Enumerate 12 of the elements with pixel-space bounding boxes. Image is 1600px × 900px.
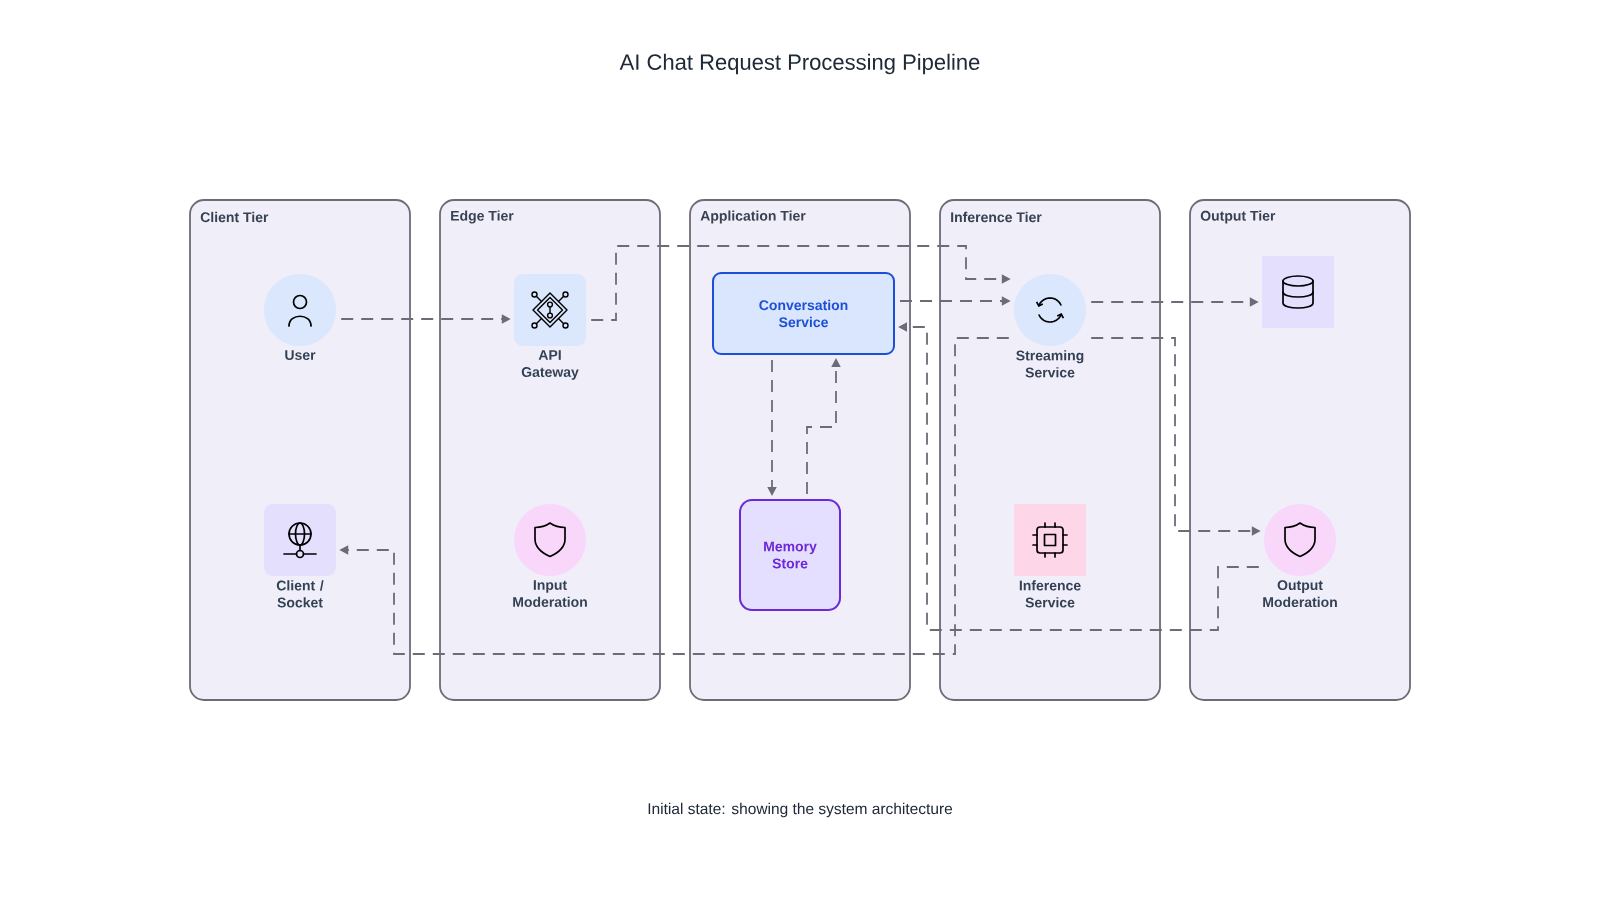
service-box: Conversation Service xyxy=(712,272,895,355)
node-label: User xyxy=(285,350,316,360)
node-label: API Gateway xyxy=(521,350,579,380)
database-icon xyxy=(1262,256,1334,328)
node-label: Client / Socket xyxy=(276,580,324,608)
title: AI Chat Request Processing Pipeline xyxy=(619,53,980,75)
node-label: Streaming Service xyxy=(1016,350,1084,378)
node-label: Output Moderation xyxy=(1263,580,1337,608)
node-label: Inference Service xyxy=(1019,580,1081,608)
caption: Initial state: showing the system architecture xyxy=(648,802,953,818)
node-label: Input Moderation xyxy=(513,580,587,607)
store-box: Memory Store xyxy=(739,499,841,611)
